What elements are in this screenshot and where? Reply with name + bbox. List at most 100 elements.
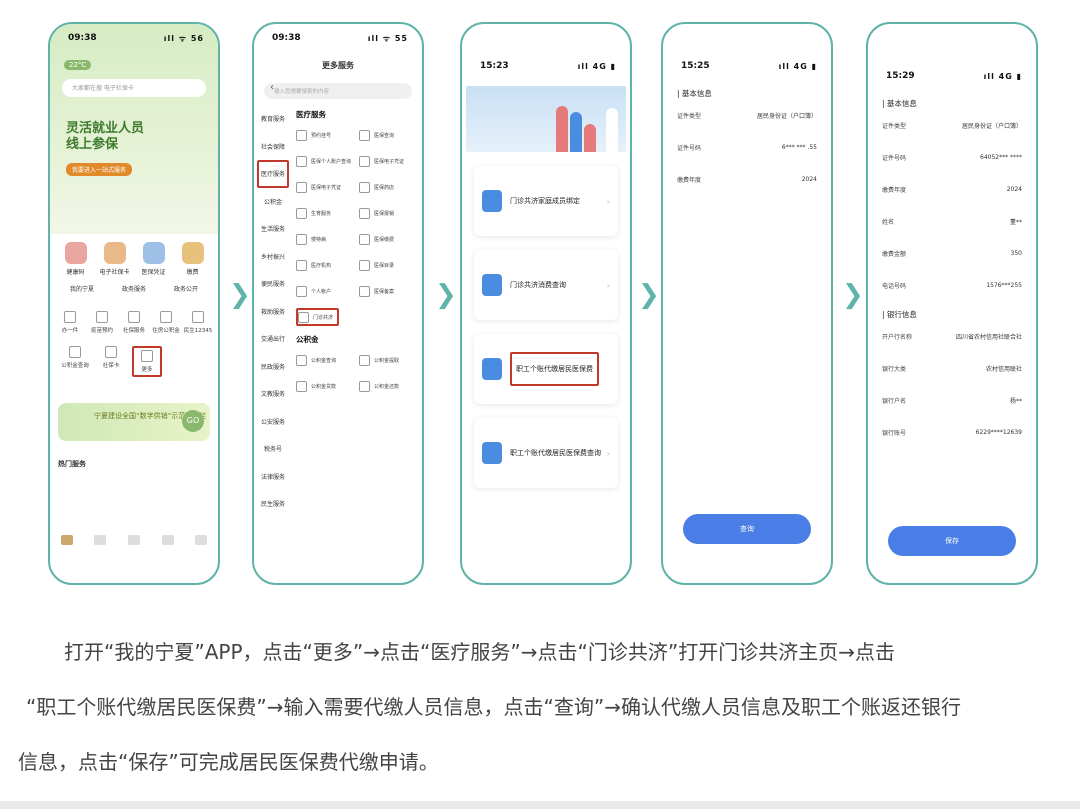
phone-screen-more-services: 09:38 ıll ᯤ 55 ‹ 更多服务 输入您想要搜索的内容 教育服务 社会… (252, 22, 424, 585)
service-item[interactable]: 医保药店 (359, 178, 422, 196)
chevron-right-icon: › (606, 196, 610, 206)
tab-message-icon[interactable] (161, 535, 174, 545)
service-item[interactable]: 医保备案 (359, 282, 422, 300)
tab-profile-icon[interactable] (195, 535, 208, 545)
back-icon[interactable]: ‹ (270, 82, 274, 93)
card-family-binding[interactable]: 门诊共济家庭成员绑定 › (474, 166, 618, 236)
service-item[interactable]: 医保电子凭证 (296, 178, 359, 196)
tab-home-icon[interactable] (60, 535, 73, 545)
sidebar-item[interactable]: 民政服务 (260, 363, 285, 371)
tag-item[interactable]: 我的宁夏 (69, 286, 94, 293)
search-input[interactable]: 大家都在搜 电子社保卡 (62, 79, 206, 97)
tag-item[interactable]: 政务服务 (121, 286, 146, 293)
promo-banner[interactable]: 宁夏建设全国“数字供销”示范省专栏 GO (58, 403, 210, 441)
go-button[interactable]: GO (182, 410, 204, 432)
status-signal: ıll 4G ▮ (983, 71, 1022, 81)
service-row-2: 公积金查询 社保卡 更多 (50, 340, 218, 383)
service-item[interactable]: 民生12345 (183, 311, 213, 334)
info-row: 姓名董** (882, 218, 1022, 226)
service-item[interactable]: 医保电子凭证 (359, 152, 422, 170)
service-item[interactable]: 医保报销 (359, 204, 422, 222)
hot-services-heading: 热门服务 (58, 460, 86, 468)
service-item[interactable]: 公积金还款 (359, 377, 422, 395)
sidebar-item[interactable]: 交通出行 (260, 336, 285, 344)
status-bar: 09:38 ıll ᯤ 56 (50, 24, 218, 52)
service-item[interactable]: 生育服务 (296, 204, 359, 222)
service-item[interactable]: 公积金贷款 (296, 377, 359, 395)
sidebar-item[interactable]: 救助服务 (260, 308, 285, 316)
category-sidebar: 教育服务 社会保障 医疗服务 公积金 生活服务 乡村振兴 便民服务 救助服务 交… (254, 105, 292, 518)
service-item[interactable]: 公积金查询 (296, 351, 359, 369)
service-item-outpatient[interactable]: 门诊共济 (296, 308, 339, 326)
card-consumption-query[interactable]: 门诊共济消费查询 › (474, 250, 618, 320)
tab-service-icon[interactable] (94, 535, 107, 545)
service-item[interactable]: 医保个人账户查询 (296, 152, 359, 170)
sidebar-item[interactable]: 法律服务 (260, 473, 285, 481)
card-employee-pay[interactable]: 职工个账代缴居民医保费 (474, 334, 618, 404)
grid-item-social-card[interactable]: 电子社保卡 (98, 242, 132, 276)
sidebar-item-medical[interactable]: 医疗服务 (257, 160, 289, 188)
sidebar-item[interactable]: 公安服务 (260, 418, 285, 426)
status-signal: ıll ᯤ 56 (163, 33, 204, 43)
grid-item-health-code[interactable]: 健康码 (59, 242, 93, 276)
service-item[interactable]: 预约挂号 (296, 126, 359, 144)
status-bar: 15:25 ıll 4G ▮ (663, 52, 831, 80)
section-title: 公积金 (296, 335, 319, 344)
search-input[interactable]: 输入您想要搜索的内容 (264, 83, 412, 99)
sidebar-item[interactable]: 民生服务 (260, 501, 285, 509)
sidebar-item[interactable]: 文教服务 (260, 391, 285, 399)
sidebar-item[interactable]: 公积金 (263, 198, 282, 206)
tab-news-icon[interactable] (127, 535, 140, 545)
status-time: 15:29 (886, 71, 915, 81)
query-button[interactable]: 查询 (683, 514, 811, 544)
service-icon (192, 311, 204, 323)
service-item[interactable]: 公积金查询 (60, 346, 90, 377)
section-title: | 基本信息 (677, 89, 712, 98)
status-signal: ıll 4G ▮ (577, 61, 616, 71)
service-item[interactable]: 社保服务 (119, 311, 149, 334)
sidebar-item[interactable]: 便民服务 (260, 281, 285, 289)
section-title: 医疗服务 (296, 110, 326, 119)
more-button[interactable]: 更多 (132, 346, 162, 377)
service-item[interactable]: 公积金提取 (359, 351, 422, 369)
service-item[interactable]: 医保查询 (359, 126, 422, 144)
sidebar-item[interactable]: 教育服务 (260, 116, 285, 124)
service-item[interactable]: 社保卡 (96, 346, 126, 377)
service-item[interactable]: 医疗机构 (296, 256, 359, 274)
weather-badge: 22°C (64, 60, 92, 70)
info-row: 银行大类农村信用联社 (882, 365, 1022, 373)
info-row: 证件类型居民身份证（户口簿） (882, 122, 1022, 130)
card-employee-pay-query[interactable]: 职工个账代缴居民医保费查询 › (474, 418, 618, 488)
service-icon (160, 311, 172, 323)
tag-item[interactable]: 政务公开 (173, 286, 198, 293)
service-item[interactable]: 办一件 (55, 311, 85, 334)
service-item[interactable]: 个人帐户 (296, 282, 359, 300)
grid-item-payment[interactable]: 缴费 (176, 242, 210, 276)
person-figure (570, 112, 582, 152)
service-item[interactable]: 医保缴费 (359, 230, 422, 248)
grid-item-medical-voucher[interactable]: 医保凭证 (137, 242, 171, 276)
sidebar-item[interactable]: 生活服务 (260, 226, 285, 234)
more-icon (141, 350, 153, 362)
banner-button[interactable]: 我要进入一站式服务 (66, 163, 133, 176)
status-bar: 15:29 ıll 4G ▮ (868, 62, 1036, 90)
service-item[interactable]: 疫苗预约 (87, 311, 117, 334)
sidebar-item[interactable]: 社会保障 (260, 143, 285, 151)
service-item[interactable]: 住房公积金 (151, 311, 181, 334)
sidebar-item[interactable]: 税务号 (263, 446, 282, 454)
service-item[interactable]: 医保目录 (359, 256, 422, 274)
card-employee-pay-label[interactable]: 职工个账代缴居民医保费 (510, 352, 599, 386)
voucher-icon (142, 242, 165, 264)
service-icon (64, 311, 76, 323)
health-code-icon (64, 242, 87, 264)
service-icon (105, 346, 117, 358)
form-row[interactable]: 证件类型居民身份证（户口簿） (677, 112, 817, 120)
sidebar-item[interactable]: 乡村振兴 (260, 253, 285, 261)
service-item[interactable]: 慢特病 (296, 230, 359, 248)
save-button[interactable]: 保存 (888, 526, 1016, 556)
